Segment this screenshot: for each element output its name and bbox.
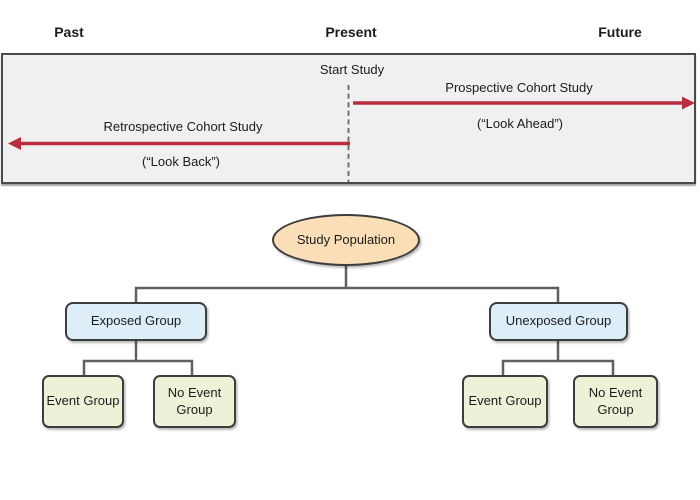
- unexposed-no-event-group-label: No Event Group: [588, 385, 643, 417]
- retrospective-cohort-label: Retrospective Cohort Study: [103, 119, 263, 134]
- timeline-header-future: Future: [598, 24, 642, 40]
- unexposed-group-node: Unexposed Group: [489, 302, 628, 341]
- unexposed-event-group-node: Event Group: [462, 375, 548, 428]
- study-population-label: Study Population: [296, 231, 396, 247]
- unexposed-event-group-label: Event Group: [468, 393, 542, 409]
- exposed-event-group-node: Event Group: [42, 375, 124, 428]
- prospective-cohort-label: Prospective Cohort Study: [445, 80, 593, 95]
- start-study-label: Start Study: [319, 62, 385, 77]
- timeline-header-past: Past: [54, 24, 84, 40]
- exposed-group-node: Exposed Group: [65, 302, 207, 341]
- study-population-node: Study Population: [272, 214, 420, 266]
- timeline-header-present: Present: [325, 24, 377, 40]
- exposed-no-event-group-node: No Event Group: [153, 375, 236, 428]
- look-ahead-label: (“Look Ahead”): [477, 116, 563, 131]
- look-back-label: (“Look Back”): [141, 154, 221, 169]
- exposed-group-label: Exposed Group: [90, 313, 182, 329]
- exposed-no-event-group-label: No Event Group: [167, 385, 222, 417]
- exposed-event-group-label: Event Group: [46, 393, 120, 409]
- unexposed-group-label: Unexposed Group: [505, 313, 612, 329]
- unexposed-no-event-group-node: No Event Group: [573, 375, 658, 428]
